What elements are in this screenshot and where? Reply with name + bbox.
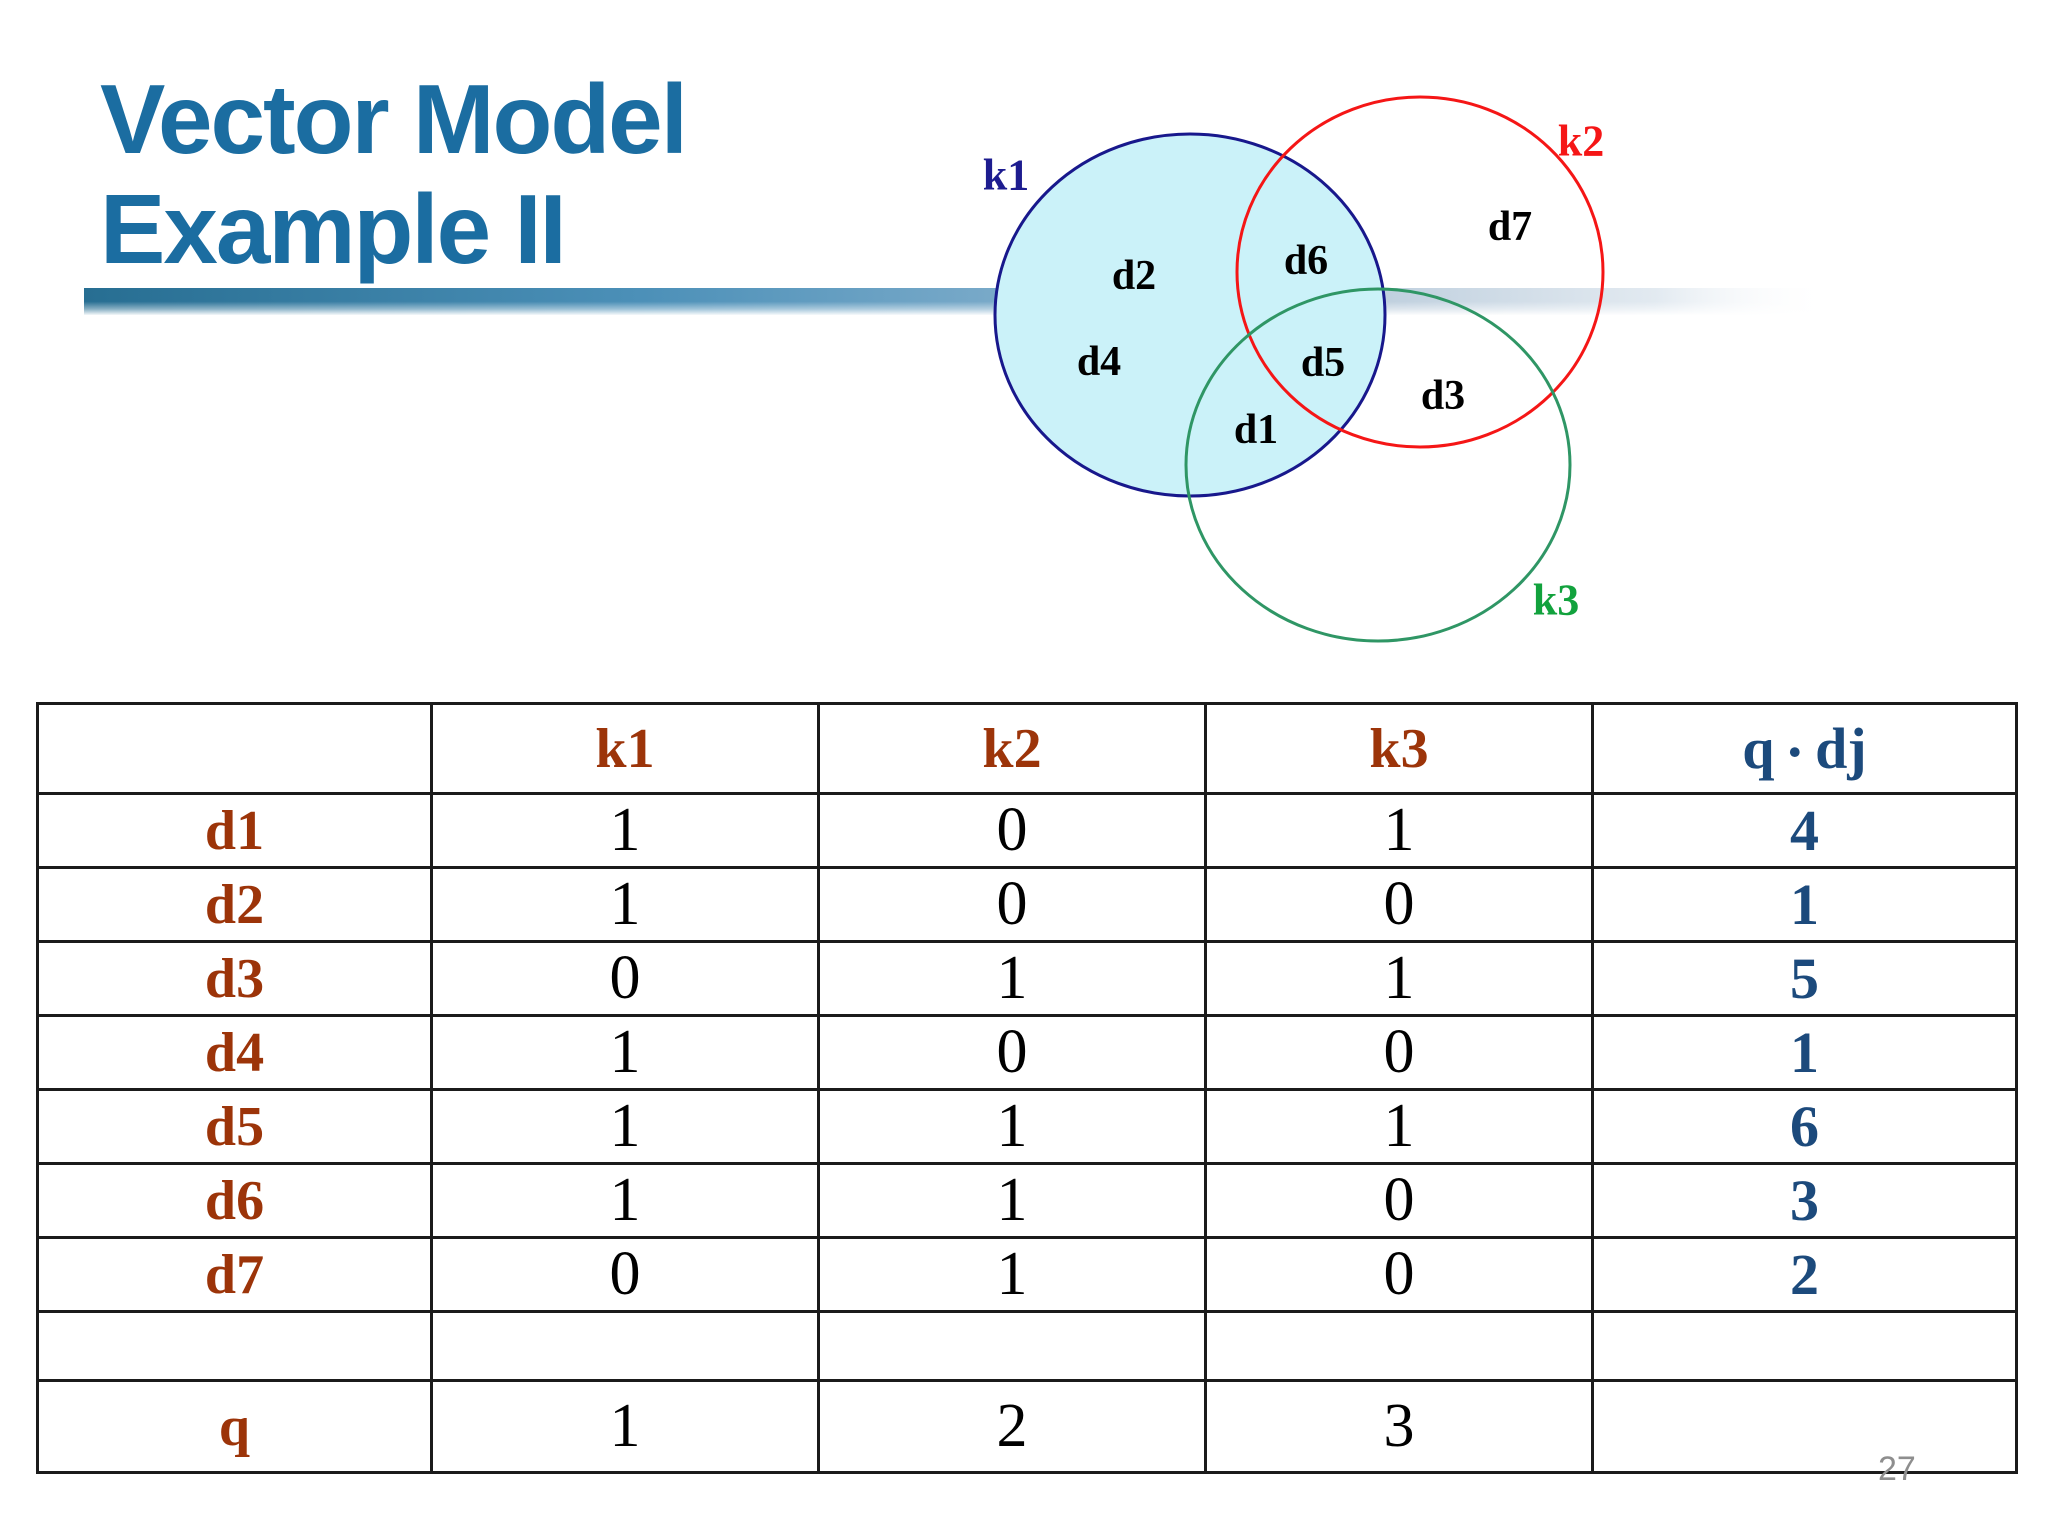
- venn-doc-label-d5: d5: [1300, 340, 1346, 386]
- cell-value: 2: [817, 1379, 1207, 1474]
- table-row-d6: d6 1 1 0 3: [36, 1162, 2018, 1239]
- venn-doc-label-d4: d4: [1076, 339, 1122, 385]
- cell-value: 0: [1204, 1236, 1594, 1313]
- dot-product-icon: •: [1788, 732, 1802, 773]
- row-label: d5: [36, 1088, 433, 1165]
- col-header-k3: k3: [1204, 702, 1594, 795]
- venn-label-k1: k1: [982, 150, 1030, 200]
- cell-value: 1: [817, 1236, 1207, 1313]
- cell-qdj-value: 1: [1591, 866, 2018, 943]
- table-row-q: q 1 2 3: [36, 1379, 2018, 1474]
- row-label: d1: [36, 792, 433, 869]
- venn-doc-label-d1: d1: [1233, 407, 1279, 453]
- cell-value: 1: [430, 1379, 820, 1474]
- k1-circle: [993, 132, 1387, 498]
- venn-doc-label-d7: d7: [1487, 204, 1533, 250]
- row-label: d4: [36, 1014, 433, 1091]
- cell-qdj-value: 3: [1591, 1162, 2018, 1239]
- table-row-empty: [36, 1310, 2018, 1382]
- k2-circle: [1235, 95, 1605, 449]
- cell-qdj-value: 2: [1591, 1236, 2018, 1313]
- venn-doc-label-d3: d3: [1420, 373, 1466, 419]
- venn-doc-label-d2: d2: [1111, 253, 1157, 299]
- cell-qdj-value: 4: [1591, 792, 2018, 869]
- cell-value: 0: [430, 1236, 820, 1313]
- table-header-row: k1 k2 k3 q • dj: [36, 702, 2018, 795]
- venn-diagram: [84, 95, 1830, 643]
- venn-label-k2: k2: [1557, 116, 1605, 166]
- cell-value: 1: [430, 866, 820, 943]
- venn-label-k3: k3: [1532, 575, 1580, 625]
- term-document-matrix-table: k1 k2 k3 q • dj d1 1 0 1 4 d2 1 0 0 1 d3 0…: [36, 702, 2018, 1474]
- cell-value: 0: [1204, 866, 1594, 943]
- table-row-d1: d1 1 0 1 4: [36, 792, 2018, 869]
- cell-qdj-value: 1: [1591, 1014, 2018, 1091]
- col-header-k2: k2: [817, 702, 1207, 795]
- cell-value: 1: [817, 1088, 1207, 1165]
- cell-qdj-value: [1591, 1310, 2018, 1382]
- k3-circle: [1184, 287, 1572, 643]
- cell-value: 1: [430, 1014, 820, 1091]
- row-label: q: [36, 1379, 433, 1474]
- table-row-d2: d2 1 0 0 1: [36, 866, 2018, 943]
- cell-value: 0: [817, 866, 1207, 943]
- col-header-k1: k1: [430, 702, 820, 795]
- qdj-q: q: [1742, 716, 1775, 781]
- cell-value: 1: [817, 1162, 1207, 1239]
- row-label: d6: [36, 1162, 433, 1239]
- row-label: d7: [36, 1236, 433, 1313]
- cell-value: 1: [1204, 792, 1594, 869]
- cell-value: 0: [817, 1014, 1207, 1091]
- table-row-d3: d3 0 1 1 5: [36, 940, 2018, 1017]
- cell-value: 1: [430, 792, 820, 869]
- qdj-dj: dj: [1815, 716, 1867, 781]
- cell-value: 1: [430, 1088, 820, 1165]
- page-number: 27: [1878, 1450, 1916, 1488]
- cell-value: [817, 1310, 1207, 1382]
- col-header-qdj: q • dj: [1591, 702, 2018, 795]
- title-underline-bar-fade: [84, 288, 1830, 315]
- cell-value: 0: [1204, 1162, 1594, 1239]
- cell-value: 1: [430, 1162, 820, 1239]
- row-label: [36, 1310, 433, 1382]
- cell-value: 1: [1204, 940, 1594, 1017]
- cell-value: 3: [1204, 1379, 1594, 1474]
- cell-value: 0: [1204, 1014, 1594, 1091]
- table-row-d5: d5 1 1 1 6: [36, 1088, 2018, 1165]
- table-row-d4: d4 1 0 0 1: [36, 1014, 2018, 1091]
- cell-value: 1: [817, 940, 1207, 1017]
- cell-value: 0: [430, 940, 820, 1017]
- row-label: d2: [36, 866, 433, 943]
- cell-value: [430, 1310, 820, 1382]
- col-header-empty: [36, 702, 433, 795]
- title-line-1: Vector Model: [100, 64, 688, 174]
- venn-doc-label-d6: d6: [1283, 238, 1329, 284]
- title-line-2: Example II: [100, 174, 567, 284]
- cell-qdj-value: 5: [1591, 940, 2018, 1017]
- cell-qdj-value: 6: [1591, 1088, 2018, 1165]
- cell-value: 0: [817, 792, 1207, 869]
- row-label: d3: [36, 940, 433, 1017]
- cell-qdj-value: [1591, 1379, 2018, 1474]
- cell-value: 1: [1204, 1088, 1594, 1165]
- cell-value: [1204, 1310, 1594, 1382]
- table-row-d7: d7 0 1 0 2: [36, 1236, 2018, 1313]
